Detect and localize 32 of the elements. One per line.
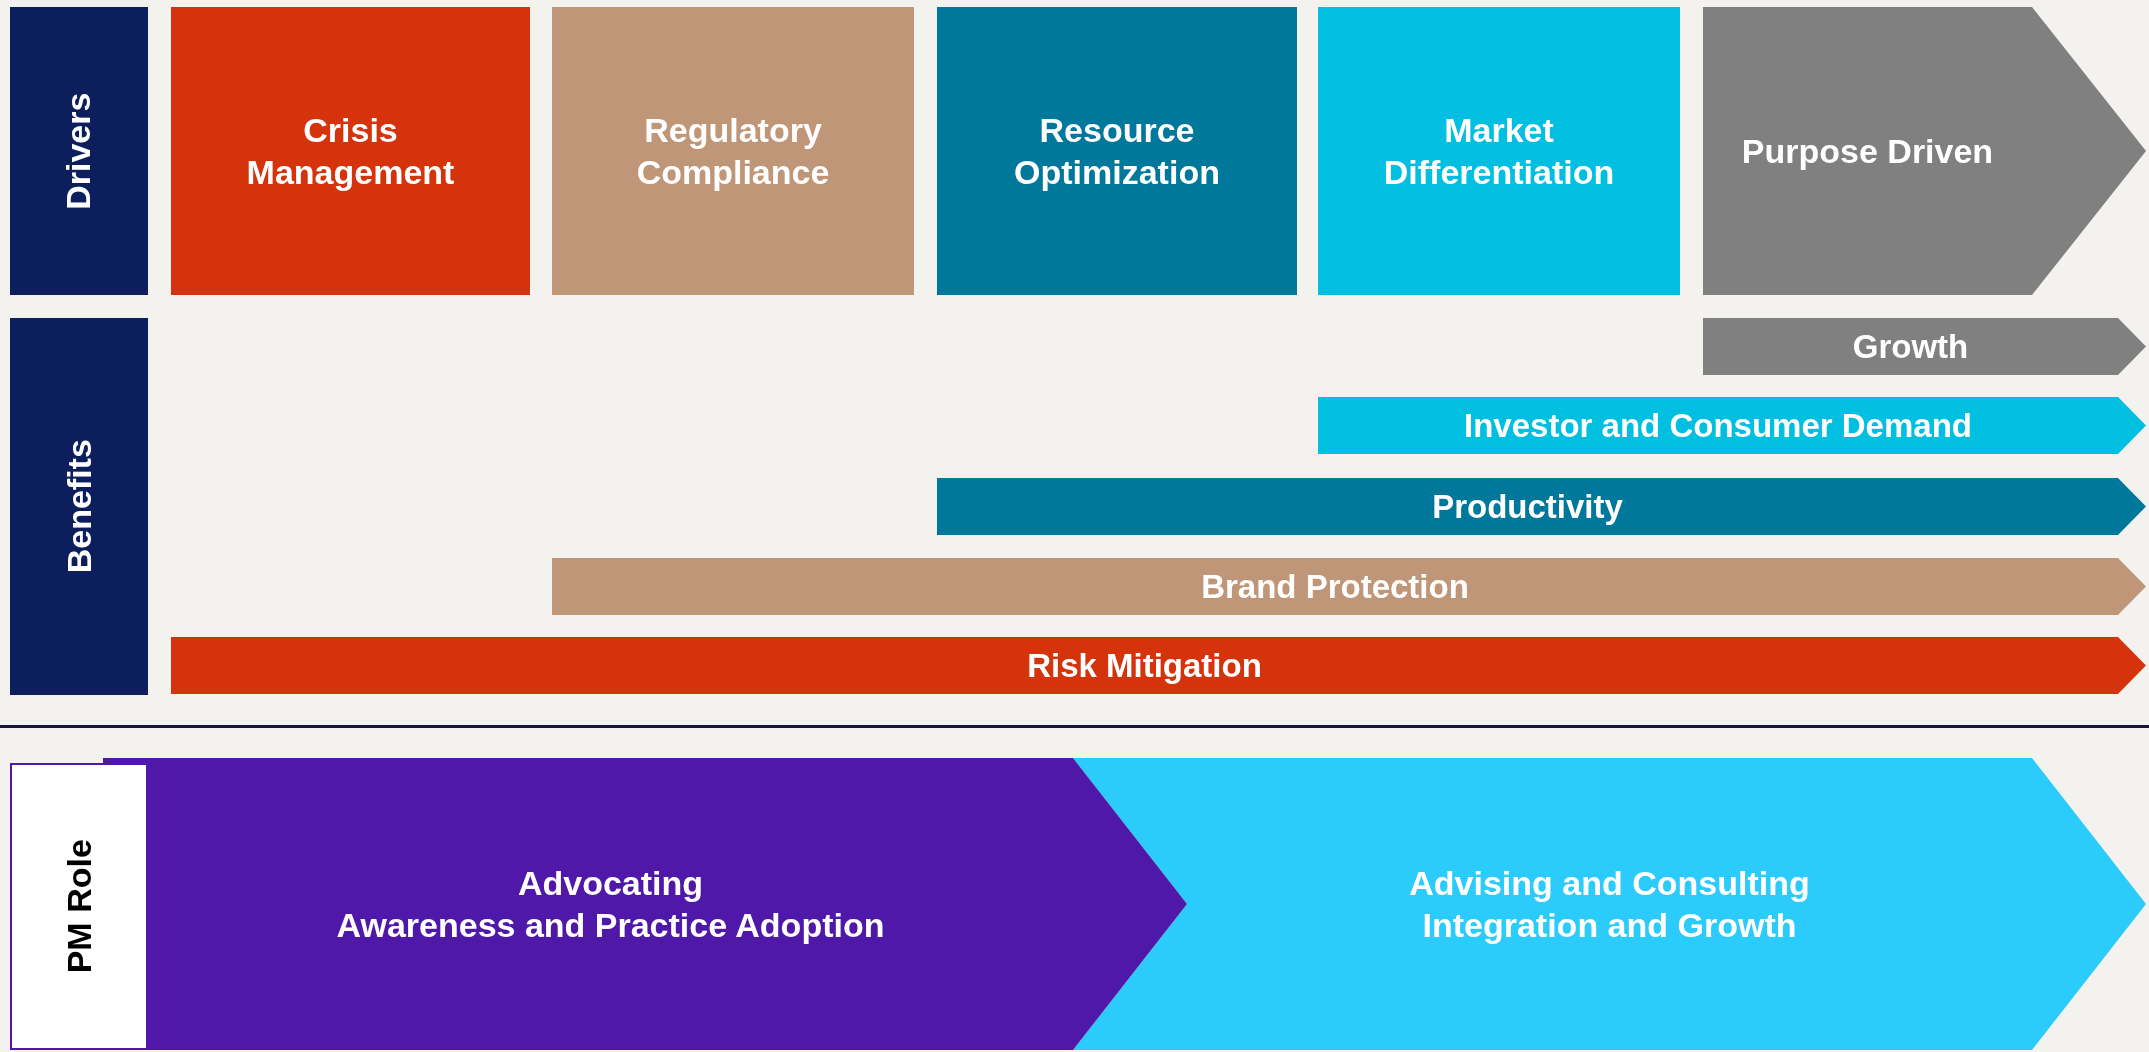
section-label-box [10,763,148,1050]
benefit-label: Growth [1852,326,1969,367]
chevron-shape [1073,758,2146,1050]
chevron-label: Awareness and Practice Adoption [336,905,885,946]
driver-box [1318,7,1680,295]
benefit-arrow-bar [1318,397,2146,454]
chevron-label: Purpose Driven [1741,130,1994,172]
benefit-label: Productivity [1432,486,1623,527]
driver-box [552,7,914,295]
driver-label: Market Differentiation [1382,109,1616,193]
driver-label: Crisis Management [245,109,456,193]
benefit-arrow-bar [552,558,2146,615]
chevron-shape [103,758,1187,1050]
section-label-bar [10,7,148,295]
section-label: PM Role [58,839,99,974]
driver-label: Regulatory Compliance [635,109,831,193]
driver-box [171,7,530,295]
chevron-shape [1703,7,2146,295]
chevron-label: Advocating [517,862,704,904]
benefit-arrow-bar [171,637,2146,694]
section-label-bar [10,318,148,695]
driver-label: Resource Optimization [1013,109,1221,193]
benefit-arrow-bar [1703,318,2146,375]
section-label: Benefits [58,439,99,574]
chevron-label: Advising and Consulting [1409,862,1810,904]
benefit-arrow-bar [937,478,2146,535]
chevron-label: Integration and Growth [1422,905,1797,946]
benefit-label: Brand Protection [1201,566,1469,607]
benefit-label: Investor and Consumer Demand [1464,405,1972,446]
section-label: Drivers [58,92,99,210]
driver-box [937,7,1297,295]
benefit-label: Risk Mitigation [1027,645,1262,686]
